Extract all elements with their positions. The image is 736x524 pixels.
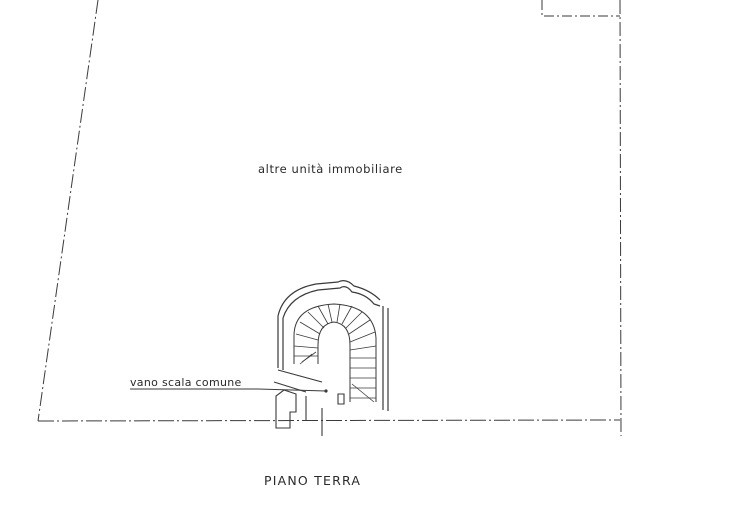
stair-label-leader	[130, 388, 327, 392]
leader-dot	[324, 389, 328, 393]
stair-treads	[293, 303, 377, 403]
entry-walls	[273, 369, 345, 436]
floor-title: PIANO TERRA	[264, 473, 362, 488]
boundary-top-notch	[541, 0, 620, 17]
boundary-bottom-edge	[37, 419, 621, 422]
stair-label: vano scala comune	[130, 376, 242, 389]
stair-enclosure	[277, 280, 389, 411]
boundary-right-edge	[619, 0, 622, 437]
boundary-left-edge	[37, 0, 99, 422]
room-label-other-units: altre unità immobiliare	[258, 162, 403, 176]
